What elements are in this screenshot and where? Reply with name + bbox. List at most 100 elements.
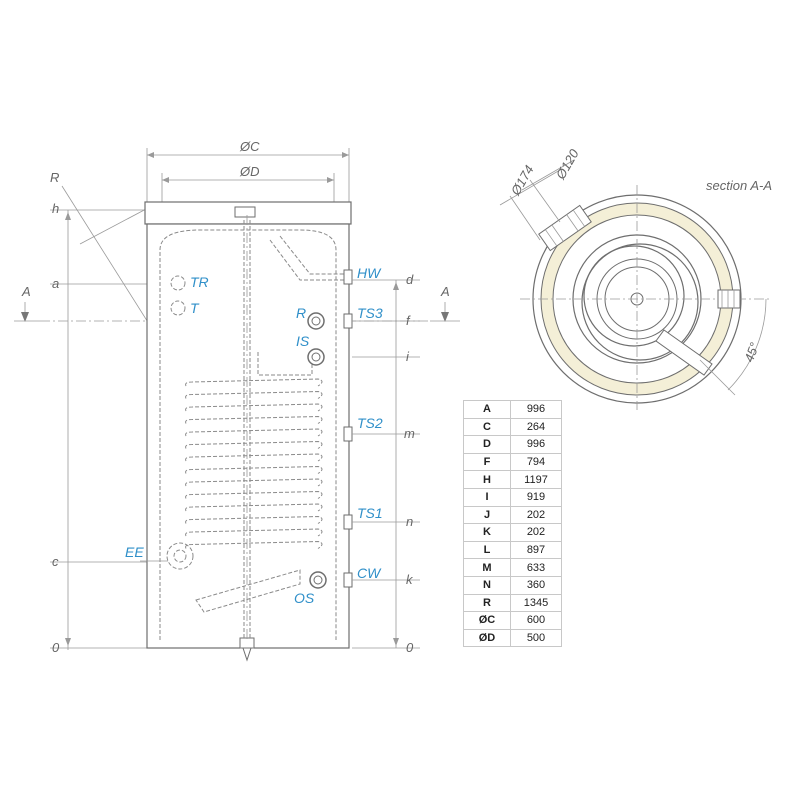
dimension-value: 360 — [510, 575, 562, 595]
dim-m-label: m — [404, 426, 415, 441]
coil-turn — [185, 528, 323, 537]
diameter-dimensions: ØC ØD — [146, 139, 350, 205]
dimension-value: 600 — [510, 611, 562, 630]
port-tr-label: TR — [190, 274, 209, 290]
dimension-value: 996 — [510, 400, 562, 419]
right-ports — [307, 312, 353, 589]
coil-inlet-pipe — [257, 352, 313, 376]
coil-turn — [185, 378, 323, 387]
dimension-key: F — [463, 452, 511, 472]
dimension-key: J — [463, 505, 511, 525]
dimension-value: 202 — [510, 523, 562, 542]
dimension-key: H — [463, 470, 511, 489]
section-a-a-view: section A-A Ø174 Ø120 — [499, 146, 772, 410]
dimension-value: 996 — [510, 435, 562, 454]
coil-outlet-pipe — [195, 569, 301, 613]
dimension-value: 919 — [510, 487, 562, 507]
port-ts1-label: TS1 — [357, 505, 383, 521]
section-marker-left-label: A — [21, 284, 31, 299]
dim-d-label: d — [406, 272, 414, 287]
dimension-key: A — [463, 400, 511, 419]
dimension-key: K — [463, 523, 511, 542]
electric-element-port — [166, 542, 194, 570]
port-ee-label: EE — [125, 544, 144, 560]
port-ts2-label: TS2 — [357, 415, 383, 431]
dim-a-label: a — [52, 276, 59, 291]
dim-k-label: k — [406, 572, 414, 587]
dimension-value: 1197 — [510, 470, 562, 489]
port-r-label: R — [296, 305, 306, 321]
dim-f-label: f — [406, 313, 411, 328]
coil-turn — [185, 453, 323, 462]
section-angle-label: 45° — [741, 340, 762, 364]
port-t-label: T — [190, 300, 200, 316]
dimension-key: R — [463, 593, 511, 613]
dim-c-label: c — [52, 554, 59, 569]
dimension-key: I — [463, 487, 511, 507]
dimension-key: C — [463, 417, 511, 437]
coil-turn — [185, 403, 323, 412]
dim-r-label: R — [50, 170, 59, 185]
phi-c-label: ØC — [239, 139, 260, 154]
section-marker-right: A — [430, 284, 460, 322]
dim-n-label: n — [406, 514, 413, 529]
port-hw-label: HW — [357, 265, 382, 281]
dimension-key: L — [463, 540, 511, 560]
heating-coil — [185, 352, 323, 613]
coil-turn — [185, 390, 323, 399]
dimension-value: 794 — [510, 452, 562, 472]
phi-d-label: ØD — [239, 164, 260, 179]
coil-turn — [185, 490, 323, 499]
coil-turn — [185, 515, 323, 524]
port-labels: TR T HW R TS3 IS TS2 TS1 EE CW OS — [125, 265, 383, 606]
port-os-label: OS — [294, 590, 315, 606]
dimension-key: M — [463, 558, 511, 577]
right-height-dimensions: d f i m n k 0 — [352, 272, 420, 655]
dimension-value: 897 — [510, 540, 562, 560]
dim-zero-right-label: 0 — [406, 640, 414, 655]
dim-zero-left-label: 0 — [52, 640, 60, 655]
dimension-value: 500 — [510, 628, 562, 648]
dimension-key: ØC — [463, 611, 511, 630]
coil-turn — [185, 415, 323, 424]
dimension-value: 1345 — [510, 593, 562, 613]
section-title: section A-A — [706, 178, 772, 193]
dim-i-label: i — [406, 349, 410, 364]
port-cw-label: CW — [357, 565, 382, 581]
coil-turn — [185, 478, 323, 487]
port-is-label: IS — [296, 333, 310, 349]
dimension-key: D — [463, 435, 511, 454]
port-ts3-label: TS3 — [357, 305, 383, 321]
thermometer-ports — [170, 275, 186, 316]
tank-body — [144, 201, 352, 662]
dimension-value: 202 — [510, 505, 562, 525]
dimension-value: 633 — [510, 558, 562, 577]
coil-turn — [185, 503, 323, 512]
coil-turn — [185, 428, 323, 437]
section-phi120-label: Ø120 — [552, 146, 582, 183]
section-marker-left: A — [14, 284, 40, 322]
hot-water-pipe — [269, 235, 353, 285]
coil-turn — [185, 540, 323, 549]
dim-h-label: h — [52, 201, 59, 216]
dimension-key: N — [463, 575, 511, 595]
dimension-key: ØD — [463, 628, 511, 648]
coil-turn — [185, 440, 323, 449]
section-marker-right-label: A — [440, 284, 450, 299]
